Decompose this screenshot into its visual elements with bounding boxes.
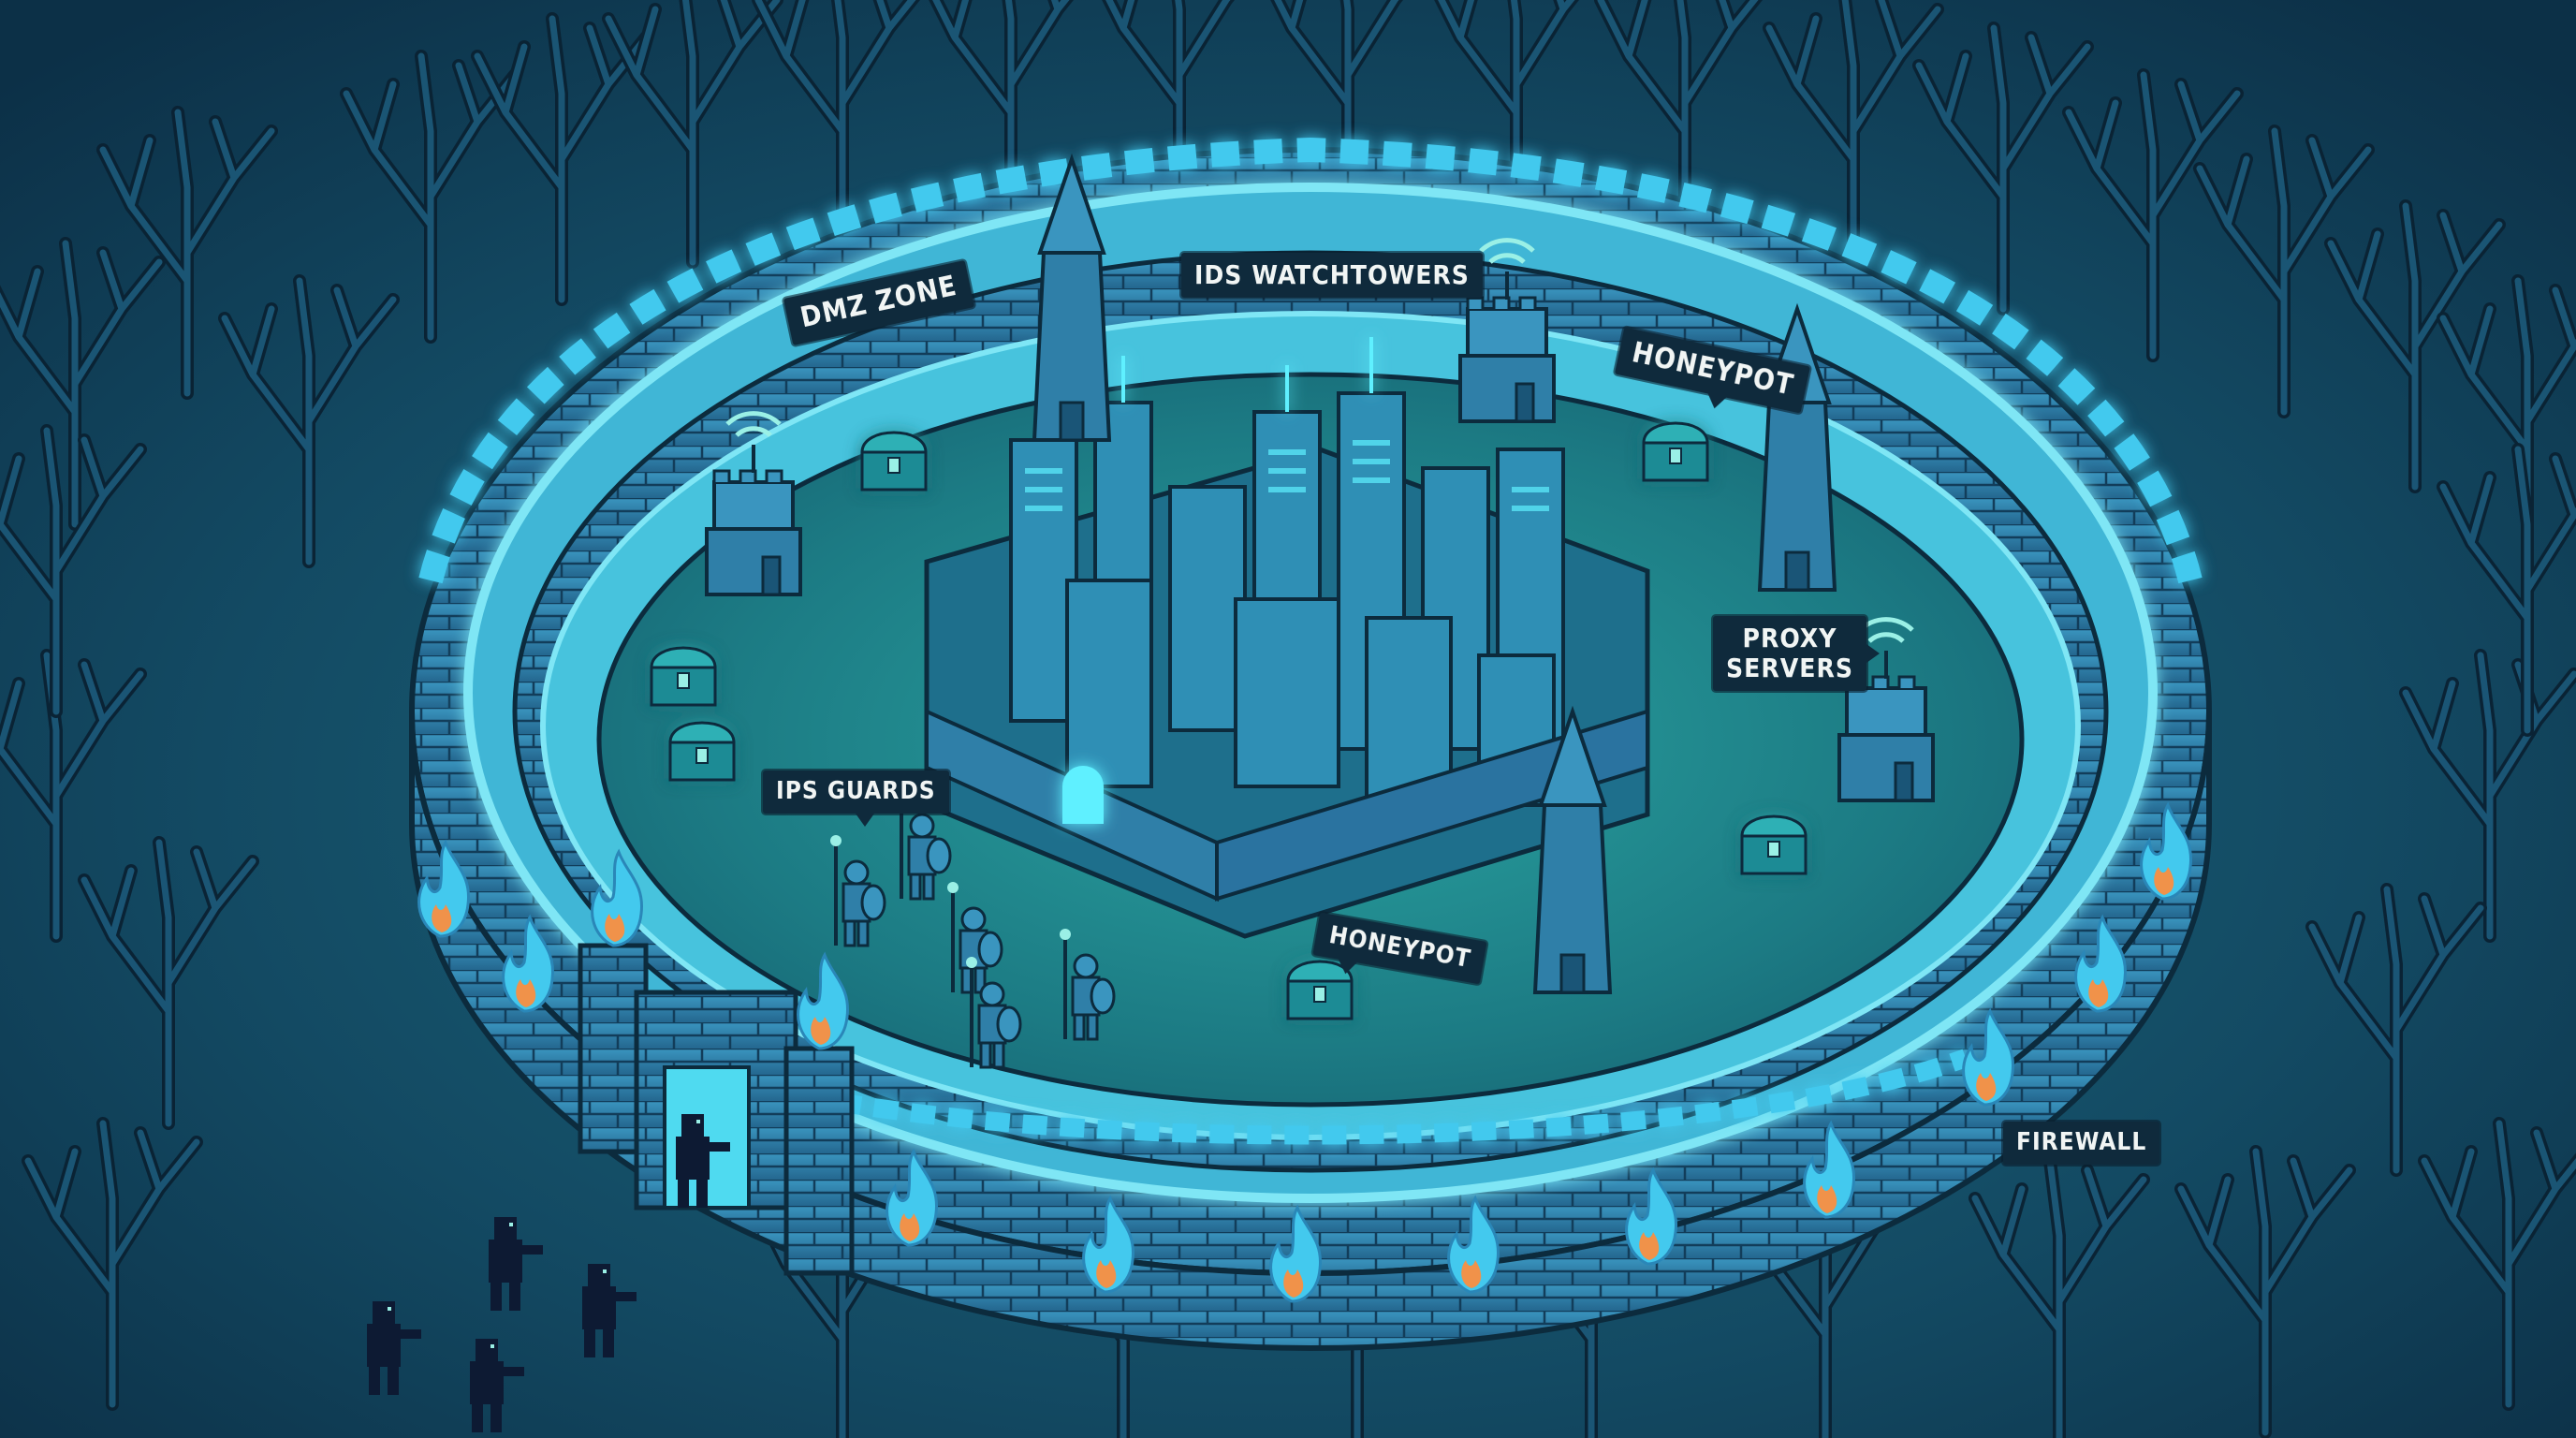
label-ips-guards: IPS GUARDS bbox=[763, 770, 949, 827]
label-firewall: FIREWALL bbox=[2003, 1122, 2160, 1165]
label-proxy-servers: PROXY SERVERS bbox=[1713, 616, 1881, 692]
inner-city-castle bbox=[924, 337, 1650, 939]
label-ids-watchtowers: IDS WATCHTOWERS bbox=[1181, 253, 1483, 299]
label-proxy-servers-line1: PROXY bbox=[1742, 623, 1837, 653]
label-proxy-servers-line2: SERVERS bbox=[1726, 653, 1854, 684]
